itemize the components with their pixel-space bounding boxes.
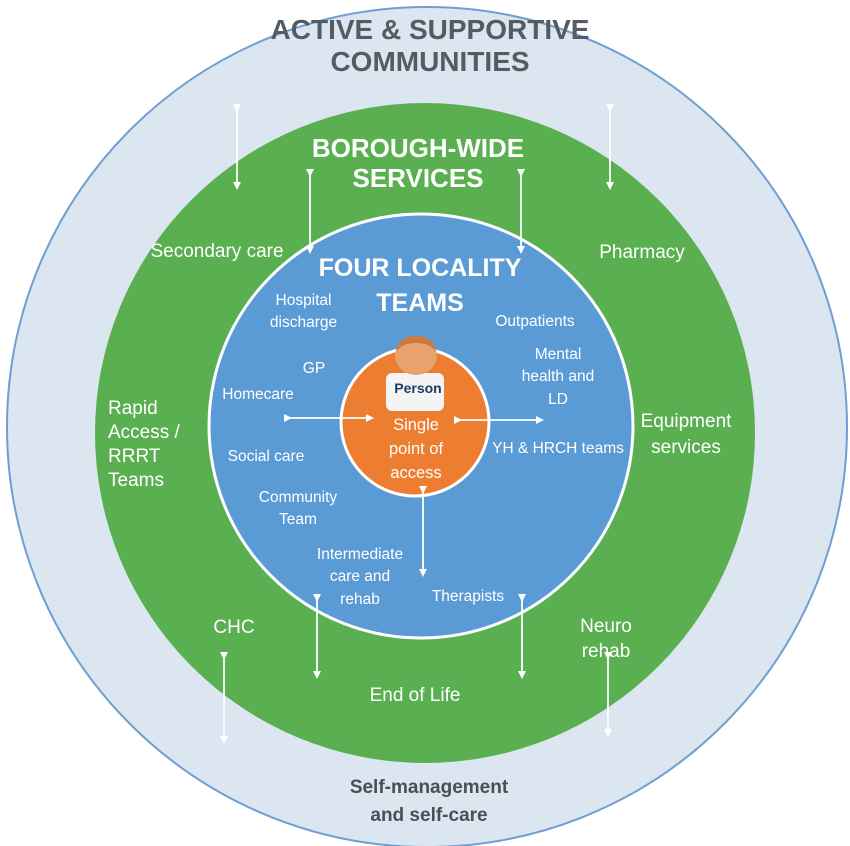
gp-label: GP bbox=[302, 360, 326, 377]
hospital-discharge-label: Hospital discharge bbox=[269, 292, 338, 331]
single-point-of-access-label: Single point of access bbox=[388, 416, 444, 482]
yh-hrch-teams-label: YH & HRCH teams bbox=[492, 440, 624, 457]
social-care-label: Social care bbox=[227, 448, 305, 465]
community-team-label: Community Team bbox=[258, 489, 338, 529]
person-icon bbox=[386, 336, 444, 411]
therapists-label: Therapists bbox=[431, 588, 505, 605]
outer-title: ACTIVE & SUPPORTIVE COMMUNITIES bbox=[270, 14, 590, 78]
homecare-label: Homecare bbox=[222, 386, 294, 403]
locality-title: FOUR LOCALITY TEAMS bbox=[318, 254, 522, 317]
equipment-services-label: Equipment services bbox=[640, 411, 732, 458]
secondary-care-label: Secondary care bbox=[150, 241, 284, 262]
end-of-life-label: End of Life bbox=[369, 685, 461, 706]
outpatients-label: Outpatients bbox=[495, 313, 575, 330]
borough-title: BOROUGH-WIDE SERVICES bbox=[311, 133, 525, 193]
intermediate-care-label: Intermediate care and rehab bbox=[316, 546, 404, 608]
neuro-rehab-label: Neuro rehab bbox=[580, 616, 632, 662]
chc-label: CHC bbox=[213, 617, 255, 638]
person-label: Person bbox=[394, 380, 442, 396]
mental-health-label: Mental health and LD bbox=[521, 346, 595, 408]
self-management-label: Self-management and self-care bbox=[349, 777, 509, 826]
pharmacy-label: Pharmacy bbox=[599, 242, 685, 263]
rapid-access-label: Rapid Access / RRRT Teams bbox=[108, 398, 180, 492]
